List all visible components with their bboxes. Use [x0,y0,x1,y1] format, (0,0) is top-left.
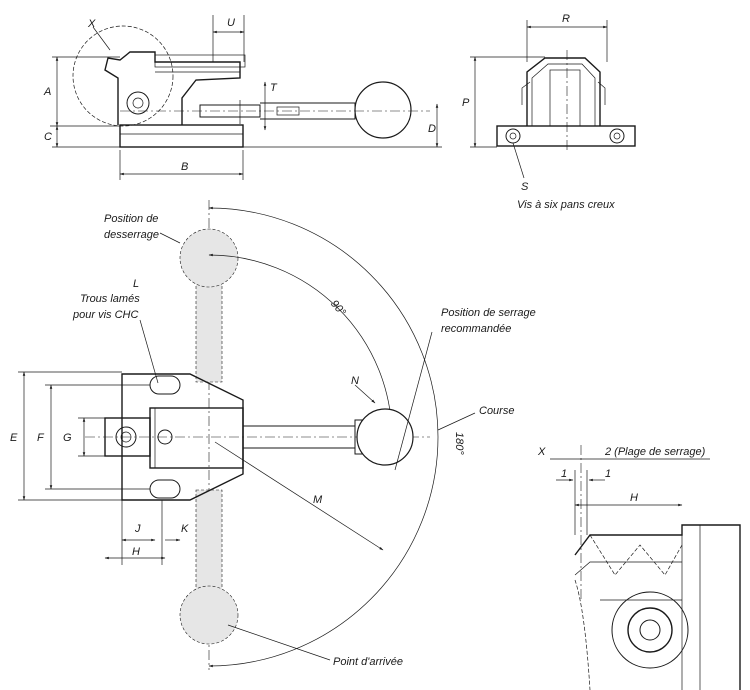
handle-ball [354,81,412,139]
dim-u: U [227,17,235,29]
arc-90 [208,253,394,438]
dim-h-detail: H [630,492,638,504]
detail-circle-x [72,25,174,127]
dim-one-b: 1 [605,468,611,480]
dim-f: F [37,432,45,444]
ghost-rod-up [195,281,223,383]
dim-d: D [428,123,436,135]
label-hex-screw: Vis à six pans creux [517,199,615,211]
hex-head [115,426,137,448]
clamp-body [104,51,241,125]
slot-hole-top [149,375,181,395]
plan-view [18,200,476,670]
base-block [119,124,244,148]
hex-screw-left [505,128,521,144]
label-release-1: Position de [104,213,158,225]
clamp-housing [149,407,244,469]
dim-e: E [10,432,18,444]
label-angle-180: 180° [453,432,465,455]
label-x-top: X [87,18,96,30]
label-x-detail: X [537,446,546,458]
label-holes-2: pour vis CHC [72,309,138,321]
dim-k: K [181,523,189,535]
label-clamp-range: 2 (Plage de serrage) [604,446,706,458]
front-view [470,20,636,179]
dim-t: T [270,82,278,94]
label-clamp-2: recommandée [441,323,511,335]
label-holes-1: Trous lamés [80,293,140,305]
plan-handle-ball [356,408,414,466]
label-l: L [133,278,139,290]
detail-jaw [574,524,741,690]
dim-j: J [134,523,141,535]
label-end-point: Point d'arrivée [333,656,403,668]
side-view [50,15,442,180]
ghost-ball-release [179,228,239,288]
dim-p: P [462,97,470,109]
hex-screw-right [609,128,625,144]
label-course: Course [479,405,514,417]
pivot-circle [126,91,150,115]
label-clamp-1: Position de serrage [441,307,536,319]
dim-m: M [313,494,323,506]
detail-pivot [611,591,689,669]
dim-r: R [562,13,570,25]
dim-b: B [181,161,188,173]
ghost-rod-down [195,489,223,591]
label-s: S [521,181,529,193]
front-body [526,57,601,126]
label-release-2: desserrage [104,229,159,241]
arc-180 [208,206,439,668]
dim-c: C [44,131,52,143]
detail-x-view [550,445,741,690]
dim-g: G [63,432,72,444]
dim-h-main: H [132,546,140,558]
ghost-ball-end [179,585,239,645]
label-n: N [351,375,359,387]
dim-a: A [43,86,51,98]
slot-hole-bottom [149,479,181,499]
dim-one-a: 1 [561,468,567,480]
